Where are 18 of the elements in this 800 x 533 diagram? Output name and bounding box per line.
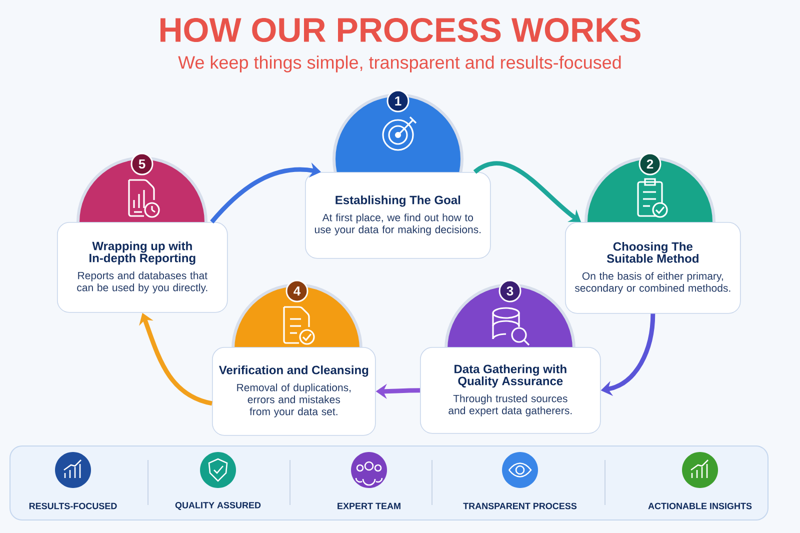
arrow	[474, 161, 581, 222]
subtitle: We keep things simple, transparent and results-focused	[178, 56, 621, 72]
number-badge: 1	[386, 90, 410, 112]
feature-label: RESULTS-FOCUSED	[29, 502, 117, 510]
number-badge: 2	[638, 152, 662, 176]
number-badge: 3	[498, 280, 522, 302]
step-card: Data Gathering with Quality Assurance Through trusted sources and expert data gatherers.	[420, 347, 601, 434]
step-card: Wrapping up with In-depth Reporting Reports and databases that can be used by you directly.	[57, 222, 228, 313]
number-badge: 4	[286, 280, 308, 302]
step-card: Establishing The Goal At first place, we find out how to use your data for making decisions.	[305, 172, 491, 259]
step-card: Verification and Cleansing Removal of duplications, errors and mistakes from your data set.	[212, 347, 376, 436]
number-badge: 5	[130, 152, 154, 176]
feature-label: ACTIONABLE INSIGHTS	[648, 502, 752, 510]
step-card: Choosing The Suitable Method On the basis of either primary, secondary or combined methods.	[565, 222, 741, 314]
feature-label: TRANSPARENT PROCESS	[463, 502, 577, 510]
feature-label: EXPERT TEAM	[338, 502, 400, 510]
feature-label: QUALITY ASSURED	[175, 502, 261, 510]
title: HOW OUR PROCESS WORKS	[160, 18, 640, 42]
